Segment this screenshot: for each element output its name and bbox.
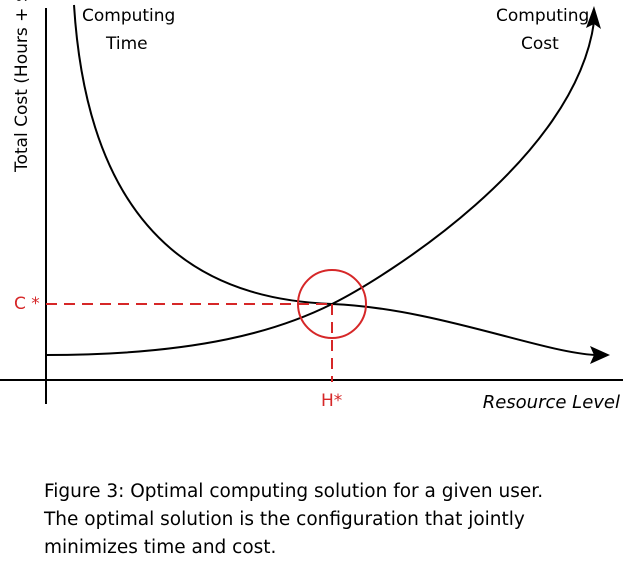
computing-cost-label-line-1: Computing <box>496 6 589 26</box>
caption-line-1: Figure 3: Optimal computing solution for… <box>44 481 544 502</box>
computing-time-arrowhead <box>590 346 610 364</box>
optimum-cost-label: C * <box>14 294 40 314</box>
tradeoff-diagram: Total Cost (Hours + $) Computing Time Co… <box>0 0 623 413</box>
computing-time-curve <box>73 4 596 356</box>
caption-line-3: minimizes time and cost. <box>44 537 277 558</box>
figure-caption: Figure 3: Optimal computing solution for… <box>44 478 614 562</box>
y-axis-label: Total Cost (Hours + $) <box>12 0 32 173</box>
computing-cost-arrowhead <box>586 6 601 29</box>
caption-line-2: The optimal solution is the configuratio… <box>44 509 525 530</box>
computing-cost-curve <box>45 21 595 356</box>
computing-cost-label-line-2: Cost <box>521 34 559 54</box>
optimum-resource-label: H* <box>321 391 342 411</box>
computing-time-label-line-1: Computing <box>82 6 175 26</box>
x-axis-label: Resource Level <box>483 392 620 413</box>
optimum-circle <box>297 269 367 339</box>
computing-time-label-line-2: Time <box>105 34 148 54</box>
